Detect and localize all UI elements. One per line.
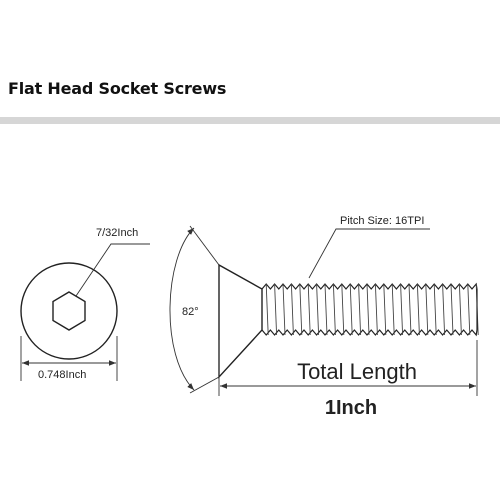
head-angle-label: 82° bbox=[182, 306, 199, 318]
pitch-leader-line bbox=[308, 228, 430, 279]
head-outline-circle bbox=[20, 262, 118, 360]
angle-extension-top bbox=[189, 225, 220, 266]
angle-extension-bottom bbox=[189, 376, 220, 394]
length-value-label: 1Inch bbox=[325, 397, 377, 419]
hex-size-leader-line bbox=[75, 243, 150, 297]
screw-top-view: 7/32Inch 0.748Inch bbox=[20, 227, 150, 381]
head-angle-arc bbox=[169, 227, 195, 391]
page-title: Flat Head Socket Screws bbox=[8, 79, 227, 98]
total-length-label: Total Length bbox=[297, 359, 417, 384]
head-diameter-label: 0.748Inch bbox=[38, 369, 86, 381]
screw-thread-profile bbox=[261, 282, 479, 337]
screw-side-view: 82° Pitch Size: 16TPI Total Length 1Inch bbox=[169, 215, 479, 419]
hex-socket-icon bbox=[52, 291, 86, 331]
hex-size-label: 7/32Inch bbox=[96, 227, 138, 239]
pitch-size-label: Pitch Size: 16TPI bbox=[340, 215, 424, 227]
screw-head-profile bbox=[218, 263, 263, 379]
title-divider bbox=[0, 117, 500, 124]
